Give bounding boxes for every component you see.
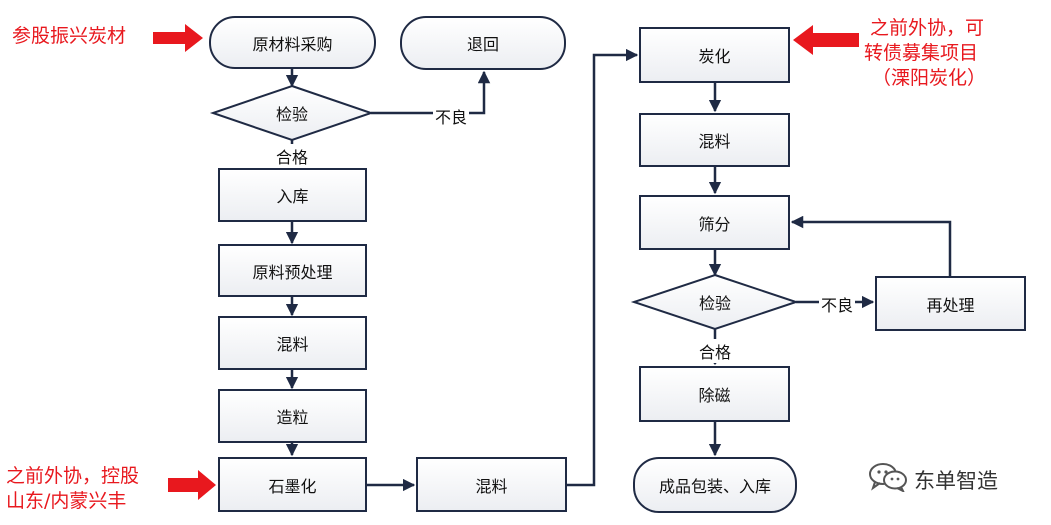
red-arrow-top-left [153, 24, 203, 52]
node-carbonize: 炭化 [639, 27, 790, 83]
node-return: 退回 [400, 16, 566, 70]
watermark: 东单智造 [868, 462, 998, 497]
node-mix2: 混料 [416, 457, 567, 512]
edge-label-pass1: 合格 [276, 144, 309, 168]
node-warehouse-in: 入库 [218, 168, 367, 222]
annotation-top-right-2: 转债募集项目 [864, 42, 979, 64]
edge-label-reject2: 不良 [819, 292, 856, 316]
edge-label-pass2: 合格 [699, 339, 732, 363]
edge-reprocess-sieve [790, 215, 952, 276]
annotation-bottom-left-1: 之前外协，控股 [6, 465, 140, 487]
node-final-pack: 成品包装、入库 [633, 457, 797, 513]
edge-mix2-carbonize [567, 48, 639, 487]
annotation-top-left: 参股振兴炭材 [12, 25, 127, 47]
annotation-top-right-3: （溧阳炭化） [872, 67, 987, 89]
node-mix1: 混料 [218, 316, 367, 370]
node-granulate: 造粒 [218, 389, 367, 443]
node-inspect1-label: 检验 [275, 105, 308, 124]
inspect1-diamond [209, 84, 375, 142]
annotation-bottom-left-2: 山东/内蒙兴丰 [6, 490, 127, 512]
node-graphitize: 石墨化 [218, 457, 367, 512]
node-raw-purchase: 原材料采购 [209, 16, 376, 69]
node-inspect2-label: 检验 [698, 294, 731, 313]
inspect2-diamond [630, 273, 800, 331]
red-arrow-top-right [793, 25, 859, 55]
node-demagnetize: 除磁 [639, 366, 790, 422]
red-arrow-bottom-left [168, 470, 216, 500]
node-sieve: 筛分 [639, 195, 790, 250]
node-reprocess: 再处理 [875, 276, 1026, 331]
node-pretreat: 原料预处理 [218, 244, 367, 297]
node-mix3: 混料 [639, 113, 790, 167]
watermark-text: 东单智造 [914, 468, 998, 493]
edge-inspect-return [371, 70, 491, 115]
annotation-top-right-1: 之前外协，可 [870, 17, 985, 39]
wechat-icon [868, 462, 908, 497]
edge-label-reject1: 不良 [433, 104, 470, 128]
